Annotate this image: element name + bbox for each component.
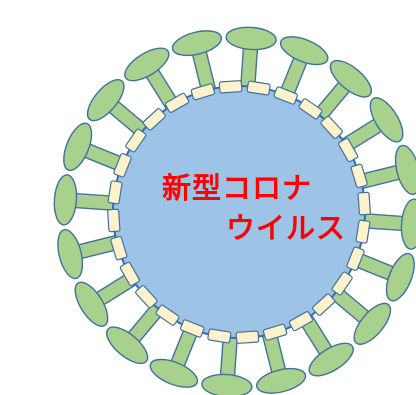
membrane-protein <box>246 80 271 96</box>
membrane-protein <box>320 115 343 139</box>
membrane-protein <box>125 128 147 153</box>
membrane-protein <box>113 153 132 178</box>
membrane-protein <box>331 271 353 296</box>
spike-protein <box>225 26 277 94</box>
membrane-protein <box>135 285 158 309</box>
membrane-protein <box>355 219 371 244</box>
membrane-protein <box>107 180 123 205</box>
membrane-protein <box>164 92 190 113</box>
membrane-protein <box>288 311 314 332</box>
membrane-protein <box>218 80 243 94</box>
membrane-protein <box>338 137 359 163</box>
membrane-protein <box>155 304 180 326</box>
membrane-protein <box>346 246 365 271</box>
membrane-protein <box>142 108 166 131</box>
membrane-proteins <box>107 80 371 344</box>
membrane-protein <box>107 208 121 233</box>
membrane-protein <box>262 323 288 341</box>
membrane-protein <box>180 319 205 338</box>
membrane-protein <box>207 328 232 344</box>
membrane-protein <box>357 191 371 216</box>
membrane-protein <box>350 163 368 189</box>
membrane-protein <box>110 235 128 261</box>
virus-label-line-2: ウイルス <box>226 211 346 245</box>
virus-label-line-1: 新型コロナ <box>162 171 312 205</box>
membrane-protein <box>190 83 216 101</box>
membrane-protein <box>235 330 260 344</box>
membrane-protein <box>298 98 323 120</box>
membrane-protein <box>312 293 336 316</box>
membrane-protein <box>273 86 298 105</box>
membrane-protein <box>119 261 140 287</box>
